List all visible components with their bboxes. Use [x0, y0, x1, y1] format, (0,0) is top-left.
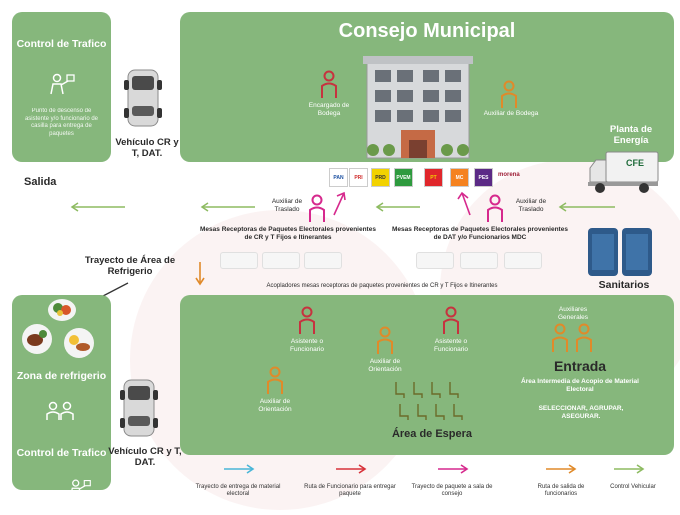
auxiliar-orientacion-center-icon [377, 326, 393, 354]
auxiliar-bodega-label: Auxiliar de Bodega [483, 110, 539, 117]
vehicle-top-label: Vehículo CR y T, DAT. [115, 137, 179, 159]
consejo-building-icon [363, 56, 473, 159]
party-logo-pvem: PVEM [394, 168, 413, 187]
lower-area-panel [180, 295, 674, 455]
asistente-funcionario-right-icon [443, 306, 459, 334]
trayecto-refrigerio-label: Trayecto de Área de Refrigerio [84, 255, 176, 277]
waiting-chairs-icon [395, 382, 463, 420]
auxiliar-traslado-left-icon [309, 194, 325, 222]
legend-item-funcionario: Ruta de Funcionario para entregar paquet… [304, 484, 396, 497]
traffic-officer-icon [50, 73, 75, 95]
entrada-subtitle: Área Intermedia de Acopio de Material El… [521, 378, 639, 393]
control-trafico-top-title: Control de Trafico [16, 38, 107, 50]
party-logo-pes: PES [474, 168, 493, 187]
food-plate-left-icon [22, 324, 52, 354]
mesa-receptora [460, 252, 498, 269]
area-espera-label: Área de Espera [391, 428, 473, 440]
party-logo-pan: PAN [329, 168, 348, 187]
cfe-label: CFE [626, 158, 644, 168]
auxiliar-orientacion-left-icon [267, 366, 283, 394]
legend-item-control: Control Vehicular [610, 484, 656, 490]
party-logo-pri: PRI [349, 168, 368, 187]
vehicle-bottom-label: Vehículo CR y T, DAT. [108, 446, 182, 468]
legend-item-salida: Ruta de salida de funcionarios [537, 484, 585, 497]
food-plate-right-icon [64, 328, 94, 358]
food-bowl-icon [48, 299, 76, 321]
auxiliar-bodega-icon [501, 80, 517, 108]
auxiliar-traslado-right-label: Auxiliar de Traslado [515, 198, 547, 213]
vehicle-bottom-icon [120, 379, 158, 437]
mesa-receptora [304, 252, 342, 269]
mesa-receptora [504, 252, 542, 269]
mesa-receptora [262, 252, 300, 269]
control-trafico-top-panel: Control de Trafico Punto de descenso de … [12, 12, 111, 162]
auxiliar-traslado-right-icon [487, 194, 503, 222]
acopladores-label: Acopladores mesas receptoras de paquetes… [266, 283, 498, 289]
mesas-left-label: Mesas Receptoras de Paquetes Electorales… [200, 226, 376, 241]
sanitarios-label: Sanitarios [598, 279, 650, 291]
encargado-bodega-label: Encargado de Bodega [308, 102, 350, 117]
party-logo-mc: MC [450, 168, 469, 187]
zona-refrigerio-people-icon [46, 401, 74, 420]
party-logo-morena: morena [498, 172, 520, 178]
encargado-bodega-icon [321, 70, 337, 98]
planta-energia-label: Planta de Energía [609, 124, 653, 146]
party-logo-pt: PT [424, 168, 443, 187]
auxiliares-generales-label: Auxiliares Generales [558, 306, 588, 321]
asistente-funcionario-left-label: Asistente o Funcionario [290, 338, 324, 353]
legend-item-paquete: Trayecto de paquete a sala de consejo [411, 484, 493, 497]
auxiliar-orientacion-left-label: Auxiliar de Orientación [258, 398, 292, 413]
traffic-officer-bottom-icon [69, 479, 91, 497]
cfe-truck-icon [588, 151, 659, 193]
party-logo-prd: PRD [371, 168, 390, 187]
zona-refrigerio-label: Zona de refrigerio [16, 370, 107, 382]
salida-label: Salida [24, 176, 57, 188]
mesa-receptora [416, 252, 454, 269]
mesa-receptora [220, 252, 258, 269]
legend-arrows [224, 464, 645, 474]
auxiliar-traslado-left-label: Auxiliar de Traslado [271, 198, 303, 213]
mesas-right-label: Mesas Receptoras de Paquetes Electorales… [392, 226, 568, 241]
auxiliares-generales-icon [552, 323, 592, 352]
sanitarios-icon [588, 228, 652, 276]
legend-item-entrega: Trayecto de entrega de material electora… [195, 484, 281, 497]
control-trafico-top-desc: Punto de descenso de asistente y/o funci… [24, 108, 99, 137]
consejo-municipal-title: Consejo Municipal [338, 20, 516, 42]
asistente-funcionario-left-icon [299, 306, 315, 334]
auxiliar-orientacion-center-label: Auxiliar de Orientación [368, 358, 402, 373]
asistente-funcionario-right-label: Asistente o Funcionario [434, 338, 468, 353]
vehicle-top-icon [124, 69, 162, 127]
control-trafico-bottom-title: Control de Trafico [16, 447, 107, 459]
entrada-title: Entrada [553, 358, 607, 374]
entrada-actions: SELECCIONAR, AGRUPAR, ASEGURAR. [538, 405, 624, 420]
